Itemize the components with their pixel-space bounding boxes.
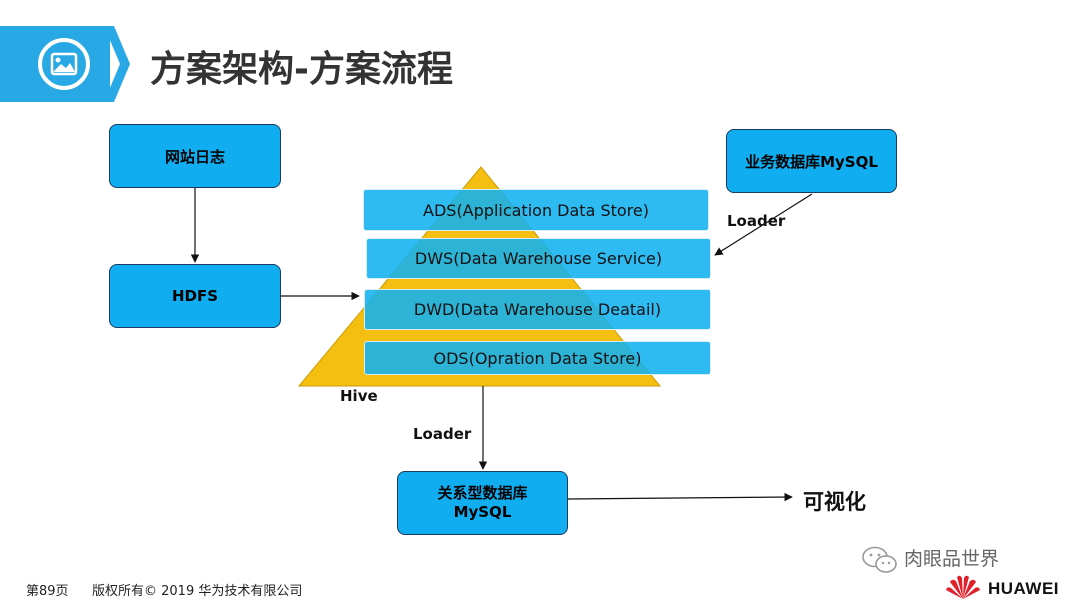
hive-label: Hive [340,387,378,405]
huawei-logo-icon [946,575,980,599]
hive-layer-dws-label: DWS(Data Warehouse Service) [414,249,663,268]
image-icon [38,38,90,90]
relational-db-label-line1: 关系型数据库 [437,484,528,502]
arrow-mysql-to-dws [714,193,813,256]
footer-copyright: 版权所有© 2019 华为技术有限公司 [92,584,303,599]
footer-page-number: 第89页 [26,584,69,599]
title-banner [0,26,110,102]
huawei-brand-text: HUAWEI [988,579,1059,598]
hdfs-node: HDFS [109,264,281,328]
hive-layer-ads-label: ADS(Application Data Store) [423,200,649,220]
hive-layer-ads: ADS(Application Data Store) [363,189,709,231]
visualization-label: 可视化 [803,490,866,514]
business-db-label: 业务数据库MySQL [745,152,878,171]
hdfs-label: HDFS [171,287,219,305]
website-log-label: 网站日志 [164,147,225,166]
loader-label-top: Loader [727,212,786,230]
relational-db-label-line2: MySQL [453,503,512,521]
wechat-icon [862,546,897,573]
relational-db-node: 关系型数据库 MySQL [397,471,568,535]
watermark-text: 肉眼品世界 [904,548,1000,570]
title-chevron-decoration [104,26,130,102]
arrow-db-to-visualization [567,492,793,502]
website-log-node: 网站日志 [109,124,281,188]
loader-label-bottom: Loader [413,425,472,443]
page-title: 方案架构-方案流程 [150,49,453,90]
hive-layer-dws: DWS(Data Warehouse Service) [366,238,711,279]
hive-layer-dwd: DWD(Data Warehouse Deatail) [364,289,711,330]
hive-layer-dwd-label: DWD(Data Warehouse Deatail) [413,300,662,319]
hive-layer-ods-label: ODS(Opration Data Store) [433,348,642,368]
business-db-node: 业务数据库MySQL [726,129,897,193]
hive-layer-ods: ODS(Opration Data Store) [364,341,711,375]
